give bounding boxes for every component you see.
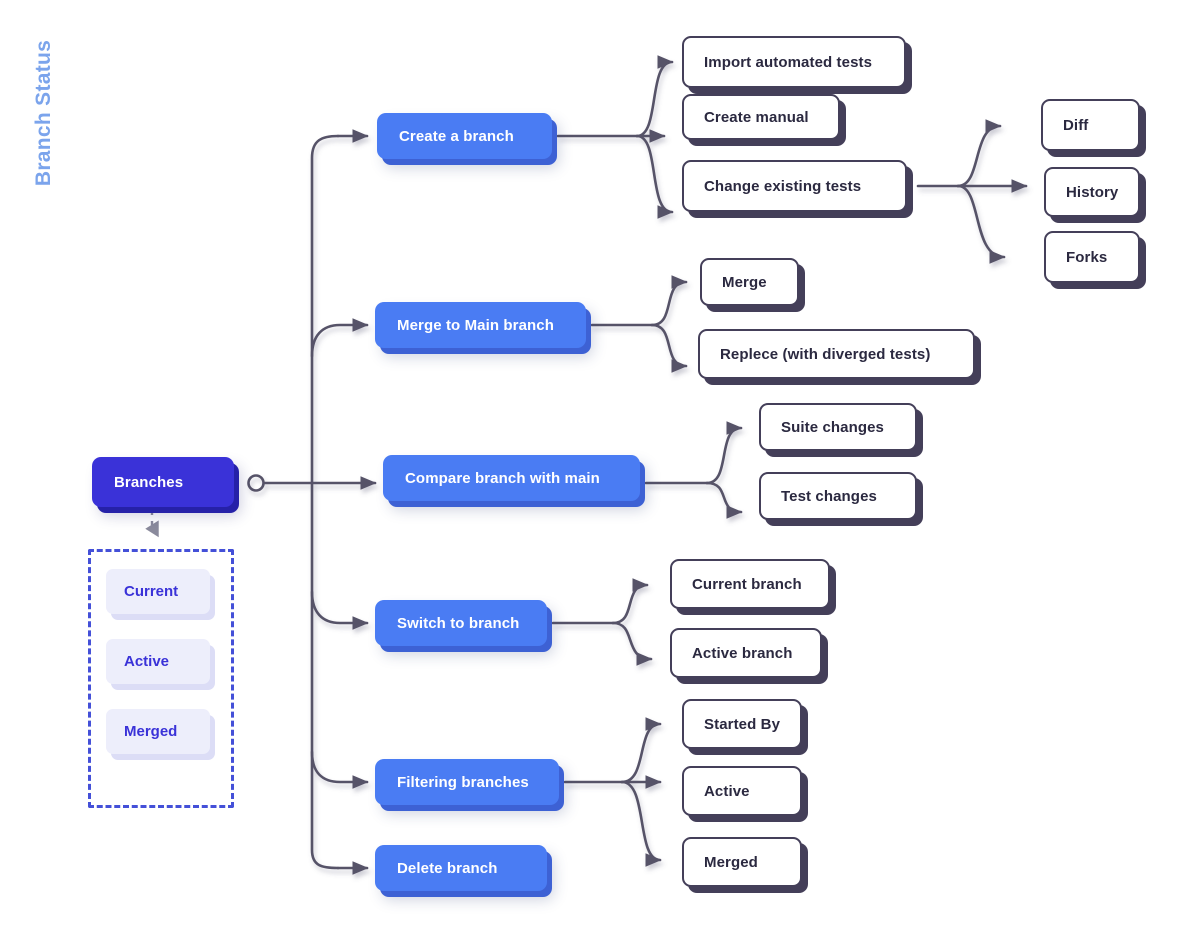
node-label: Forks bbox=[1066, 248, 1108, 266]
status-chip-merged[interactable]: Merged bbox=[106, 709, 210, 754]
node-test-changes[interactable]: Test changes bbox=[759, 472, 917, 520]
node-label: Started By bbox=[704, 715, 781, 733]
status-chip-label: Merged bbox=[124, 723, 178, 740]
node-change-existing-tests[interactable]: Change existing tests bbox=[682, 160, 907, 212]
node-branches-root[interactable]: Branches bbox=[92, 457, 234, 507]
node-label: Merged bbox=[704, 853, 758, 871]
node-active-branch[interactable]: Active branch bbox=[670, 628, 822, 678]
node-merged[interactable]: Merged bbox=[682, 837, 802, 887]
node-label: Delete branch bbox=[397, 859, 498, 877]
node-label: Current branch bbox=[692, 575, 802, 593]
branch-status-axis-label: Branch Status bbox=[32, 39, 55, 187]
node-switch-to-branch[interactable]: Switch to branch bbox=[375, 600, 547, 646]
status-chip-label: Active bbox=[124, 653, 170, 670]
node-label: Suite changes bbox=[781, 418, 884, 436]
branch-status-group: Current Active Merged bbox=[88, 549, 234, 808]
node-merge[interactable]: Merge bbox=[700, 258, 799, 306]
node-label: History bbox=[1066, 183, 1119, 201]
node-label: Test changes bbox=[781, 487, 877, 505]
node-create-manual[interactable]: Create manual bbox=[682, 94, 840, 140]
node-label: Change existing tests bbox=[704, 177, 862, 195]
node-create-a-branch[interactable]: Create a branch bbox=[377, 113, 552, 159]
node-label: Active bbox=[704, 782, 750, 800]
node-label: Create manual bbox=[704, 108, 809, 126]
node-active[interactable]: Active bbox=[682, 766, 802, 816]
node-label: Import automated tests bbox=[704, 53, 873, 71]
node-label: Branches bbox=[114, 473, 184, 491]
node-filtering-branches[interactable]: Filtering branches bbox=[375, 759, 559, 805]
status-chip-label: Current bbox=[124, 583, 179, 600]
node-label: Switch to branch bbox=[397, 614, 520, 632]
status-chip-current[interactable]: Current bbox=[106, 569, 210, 614]
node-label: Diff bbox=[1063, 116, 1089, 134]
node-forks[interactable]: Forks bbox=[1044, 231, 1140, 283]
root-hub-node bbox=[247, 474, 265, 492]
node-delete-branch[interactable]: Delete branch bbox=[375, 845, 547, 891]
node-label: Merge to Main branch bbox=[397, 316, 555, 334]
node-compare-branch-with-main[interactable]: Compare branch with main bbox=[383, 455, 640, 501]
node-import-automated-tests[interactable]: Import automated tests bbox=[682, 36, 906, 88]
node-label: Compare branch with main bbox=[405, 469, 600, 487]
node-label: Replece (with diverged tests) bbox=[720, 345, 931, 363]
node-merge-to-main-branch[interactable]: Merge to Main branch bbox=[375, 302, 586, 348]
node-suite-changes[interactable]: Suite changes bbox=[759, 403, 917, 451]
node-history[interactable]: History bbox=[1044, 167, 1140, 217]
node-started-by[interactable]: Started By bbox=[682, 699, 802, 749]
status-chip-active[interactable]: Active bbox=[106, 639, 210, 684]
node-label: Create a branch bbox=[399, 127, 514, 145]
node-replece-with-diverged-tests[interactable]: Replece (with diverged tests) bbox=[698, 329, 975, 379]
node-label: Merge bbox=[722, 273, 767, 291]
node-current-branch[interactable]: Current branch bbox=[670, 559, 830, 609]
node-label: Filtering branches bbox=[397, 773, 529, 791]
node-diff[interactable]: Diff bbox=[1041, 99, 1140, 151]
node-label: Active branch bbox=[692, 644, 793, 662]
